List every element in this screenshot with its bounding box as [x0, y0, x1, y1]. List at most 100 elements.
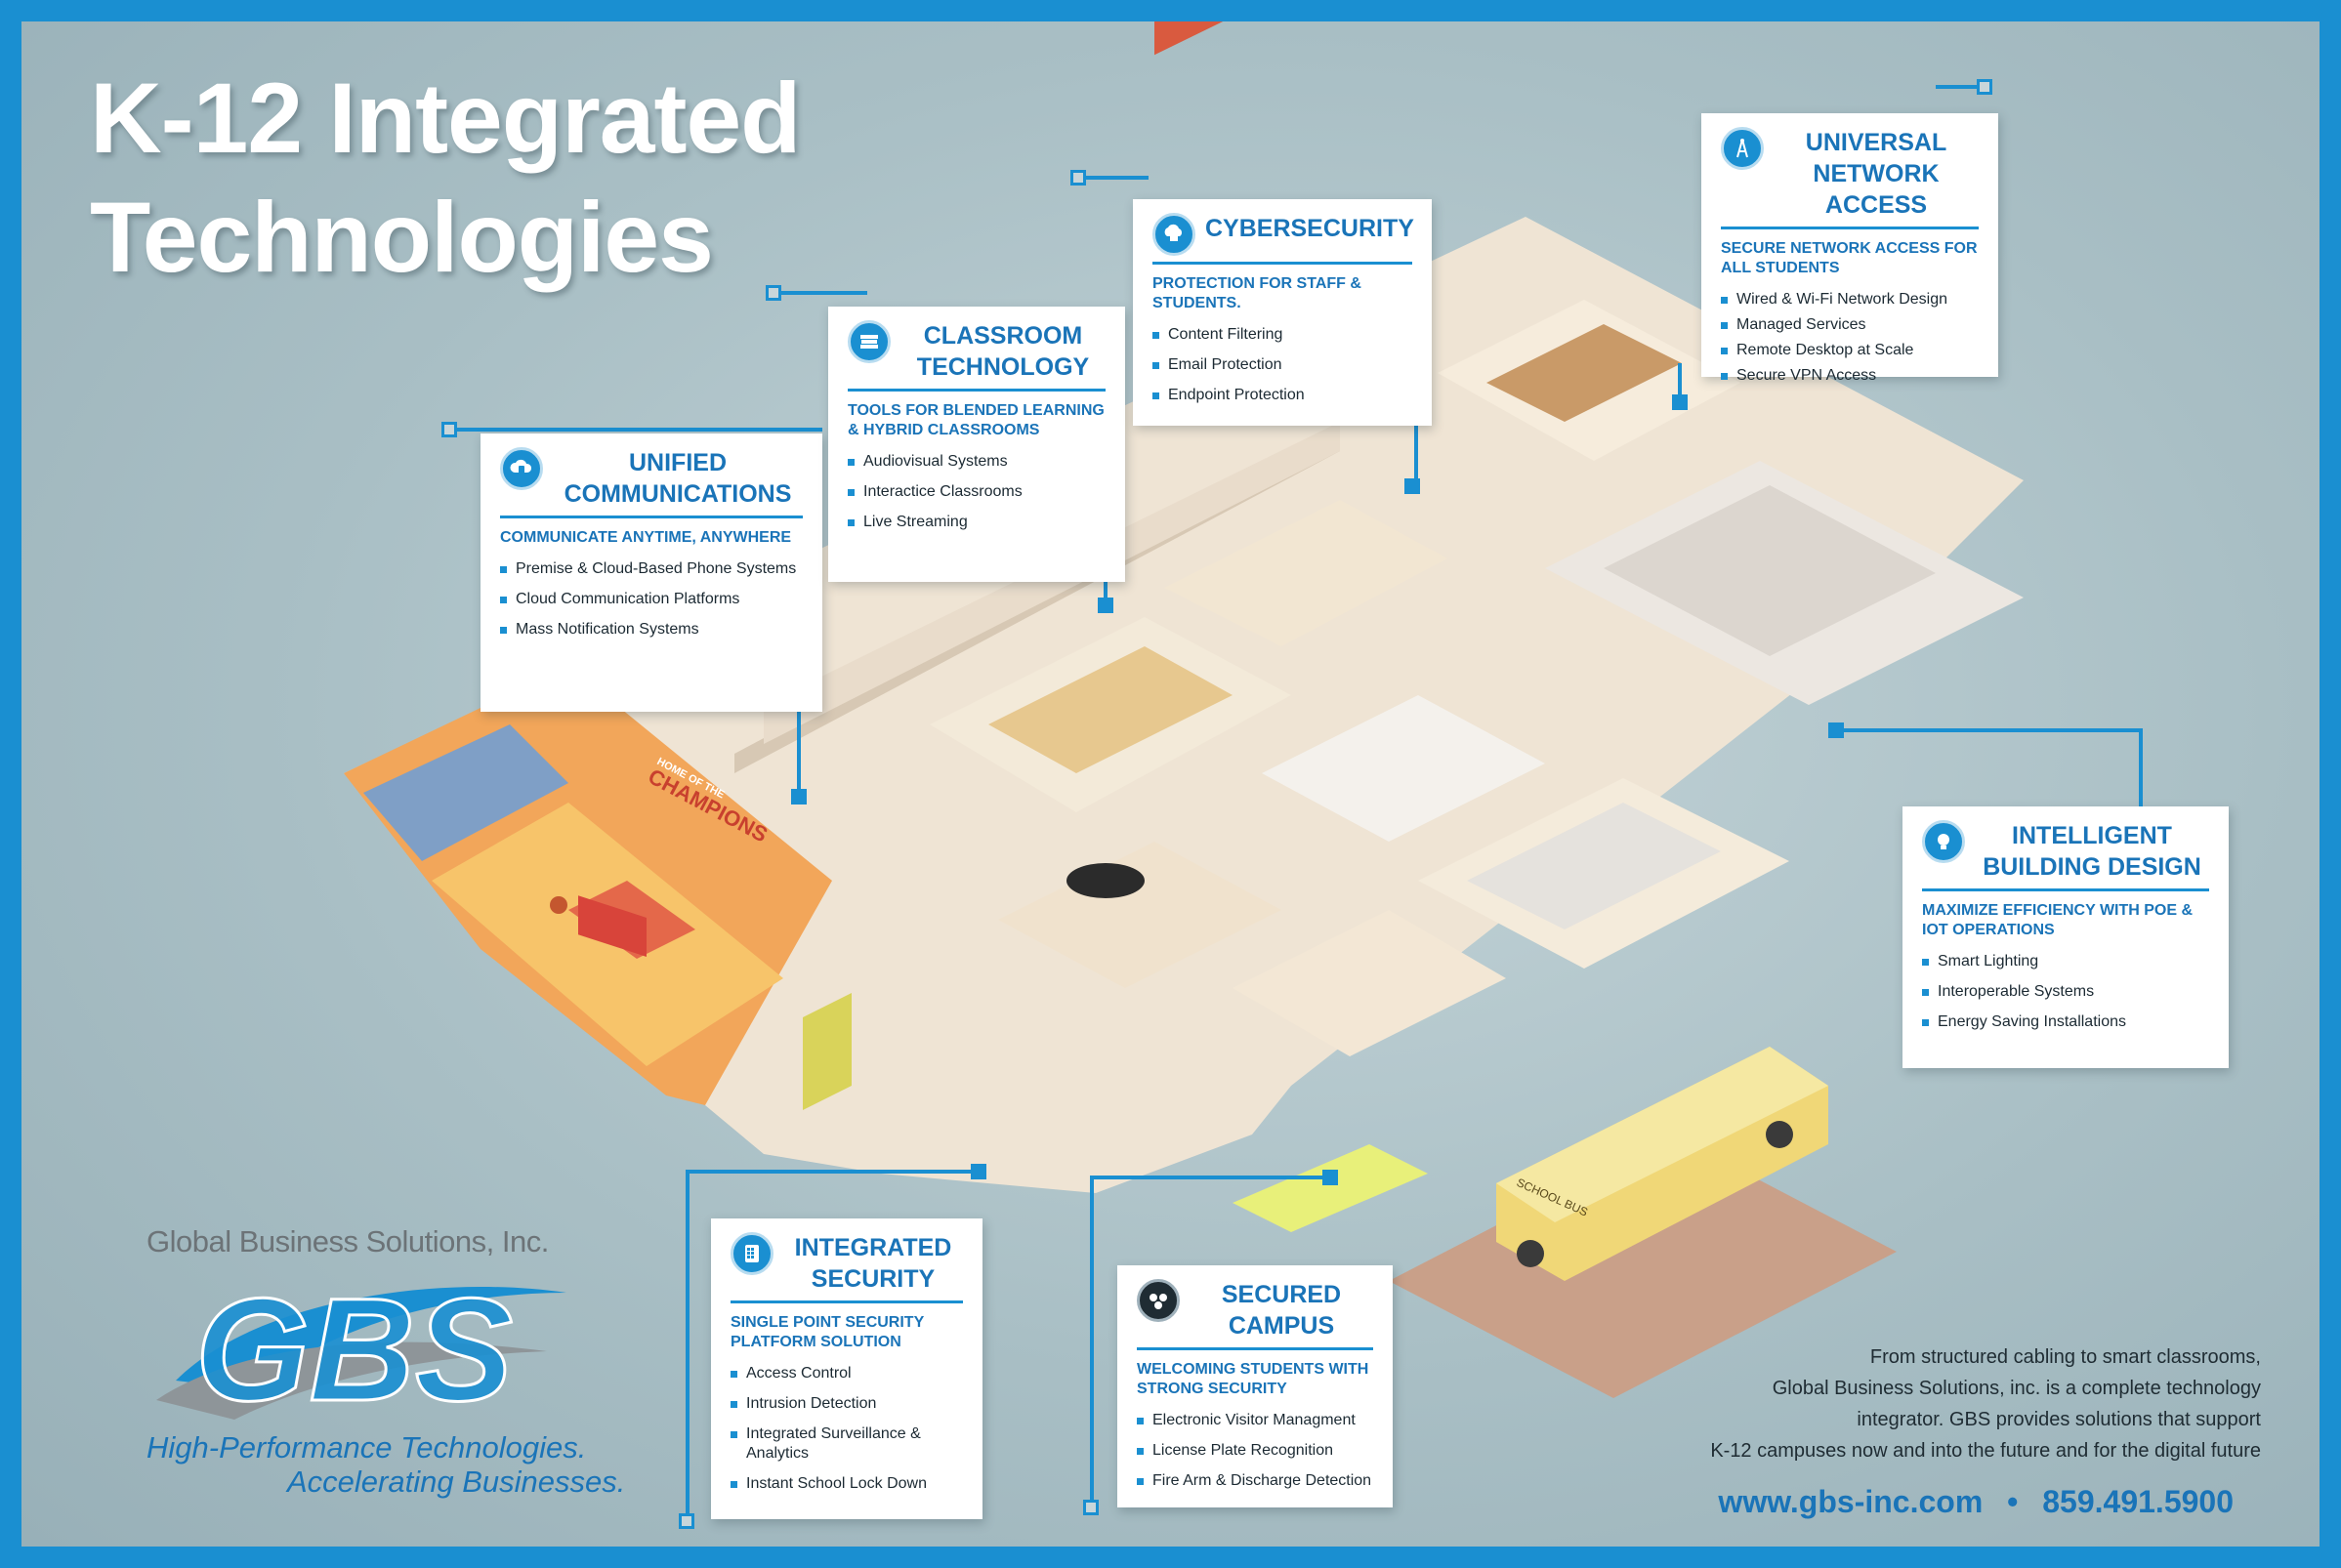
lightbulb-icon: [1922, 820, 1965, 863]
divider: [1721, 227, 1979, 229]
basketball: [550, 896, 567, 914]
connector-dot-security: [971, 1164, 986, 1179]
card-classroom-technology: Classroom Technology Tools for Blended L…: [828, 307, 1125, 582]
feature-list: Content Filtering Email Protection Endpo…: [1152, 325, 1412, 405]
card-subtitle: Tools for Blended Learning & Hybrid Clas…: [848, 402, 1105, 438]
school-bus-roof: [1496, 1047, 1828, 1222]
list-item: Interactice Classrooms: [848, 482, 1106, 502]
connector-dot-campus: [1322, 1170, 1338, 1185]
gbs-logo: GBS: [156, 1266, 566, 1429]
list-item: Access Control: [731, 1364, 963, 1383]
classroom-1-desks: [988, 646, 1233, 773]
card-secured-campus: Secured Campus Welcoming Students with S…: [1117, 1265, 1393, 1507]
tagline-1: High-Performance Technologies.: [146, 1430, 587, 1465]
title-line-1: K-12 Integrated: [90, 62, 801, 174]
logo-text: GBS: [195, 1267, 513, 1429]
connector-node-unified: [441, 422, 457, 437]
feature-list: Premise & Cloud-Based Phone Systems Clou…: [500, 559, 803, 640]
website-link[interactable]: www.gbs-inc.com: [1718, 1484, 1984, 1519]
bookshelves: [1486, 324, 1682, 422]
card-subtitle: Secure Network Access for All Students: [1721, 240, 1978, 276]
card-subtitle: Single Point Security Platform Solution: [731, 1314, 924, 1350]
description-line: integrator. GBS provides solutions that …: [1857, 1409, 2261, 1430]
card-intelligent-building-design: Intelligent Building Design Maximize Eff…: [1902, 806, 2229, 1068]
classroom-2-desks: [1467, 803, 1721, 929]
connector-unified-v: [797, 705, 801, 803]
title-line-2: Technologies: [90, 182, 714, 293]
card-subtitle: Maximize Efficiency with PoE & IoT Opera…: [1922, 902, 2194, 938]
books-icon: [848, 320, 891, 363]
connector-unified-h: [457, 428, 822, 432]
computer-lab: [1164, 500, 1447, 646]
keypad-icon: [731, 1232, 773, 1275]
connector-network-v: [1678, 363, 1682, 406]
card-subtitle: Communicate Anytime, Anywhere: [500, 529, 792, 546]
description-line: Global Business Solutions, inc. is a com…: [1772, 1378, 2261, 1399]
phone-number[interactable]: 859.491.5900: [2042, 1484, 2234, 1519]
card-title: Universal Network Access: [1805, 129, 1947, 219]
connector-dot-unified: [791, 789, 807, 805]
connector-node-classroom: [766, 285, 781, 301]
music-room: [998, 842, 1281, 988]
list-item: Live Streaming: [848, 513, 1106, 532]
feature-list: Audiovisual Systems Interactice Classroo…: [848, 452, 1106, 532]
card-title: Intelligent Building Design: [1983, 822, 2201, 881]
card-unified-communications: Unified Communications Communicate Anyti…: [481, 433, 822, 712]
divider: [848, 389, 1106, 392]
connector-security-v: [686, 1170, 690, 1517]
connector-node-campus: [1083, 1500, 1099, 1515]
list-item: Wired & Wi-Fi Network Design: [1721, 290, 1979, 309]
list-item: Instant School Lock Down: [731, 1474, 963, 1494]
page-title: K-12 Integrated Technologies: [90, 59, 801, 297]
contact-info: www.gbs-inc.com • 859.491.5900: [1710, 1484, 2241, 1520]
cameras-icon: [1137, 1279, 1180, 1322]
connector-building-h: [1844, 728, 2143, 732]
card-integrated-security: Integrated Security Single Point Securit…: [711, 1218, 982, 1519]
restrooms: [1262, 695, 1545, 842]
card-title: Classroom Technology: [916, 322, 1090, 381]
entrance-walk: [1233, 1144, 1428, 1232]
connector-cyber-v: [1414, 402, 1418, 490]
card-subtitle: Welcoming Students with Strong Security: [1137, 1361, 1369, 1397]
tagline-2: Accelerating Businesses.: [287, 1465, 626, 1499]
connector-classroom-v: [1104, 560, 1108, 607]
card-title: Unified Communications: [564, 449, 792, 508]
card-cybersecurity: Cybersecurity Protection for Staff & Stu…: [1133, 199, 1432, 426]
art-room: [1233, 910, 1506, 1056]
list-item: Energy Saving Installations: [1922, 1012, 2209, 1032]
scoreboard: [578, 895, 647, 957]
list-item: Premise & Cloud-Based Phone Systems: [500, 559, 803, 579]
connector-node-network: [1977, 79, 1992, 95]
feature-list: Smart Lighting Interoperable Systems Ene…: [1922, 952, 2209, 1032]
separator-dot: •: [2007, 1484, 2019, 1519]
list-item: Interoperable Systems: [1922, 982, 2209, 1002]
list-item: Content Filtering: [1152, 325, 1412, 345]
connector-dot-cyber: [1404, 478, 1420, 494]
connector-security-h: [686, 1170, 973, 1174]
description-line: K-12 campuses now and into the future an…: [1710, 1440, 2261, 1462]
connector-campus-v: [1090, 1176, 1094, 1504]
list-item: Intrusion Detection: [731, 1394, 963, 1414]
list-item: Remote Desktop at Scale: [1721, 341, 1979, 360]
antenna-icon: [1721, 127, 1764, 170]
divider: [1922, 888, 2209, 891]
school-illustration: HOME OF THE CHAMPIONS: [344, 21, 2024, 1398]
feature-list: Wired & Wi-Fi Network Design Managed Ser…: [1721, 290, 1979, 386]
parking-lot: [1389, 1135, 1897, 1398]
piano: [1066, 863, 1145, 898]
list-item: Smart Lighting: [1922, 952, 2209, 971]
divider: [731, 1300, 963, 1303]
list-item: Email Protection: [1152, 355, 1412, 375]
connector-dot-classroom: [1098, 598, 1113, 613]
cafeteria-tables: [1604, 485, 1936, 656]
connector-campus-h: [1090, 1176, 1324, 1179]
divider: [1137, 1347, 1373, 1350]
list-item: License Plate Recognition: [1137, 1441, 1373, 1461]
bus-wheel-rear: [1766, 1121, 1793, 1148]
connector-node-cyber: [1070, 170, 1086, 186]
feature-list: Electronic Visitor Managment License Pla…: [1137, 1411, 1373, 1491]
bleachers: [363, 724, 568, 861]
description-line: From structured cabling to smart classro…: [1869, 1346, 2261, 1368]
list-item: Audiovisual Systems: [848, 452, 1106, 472]
